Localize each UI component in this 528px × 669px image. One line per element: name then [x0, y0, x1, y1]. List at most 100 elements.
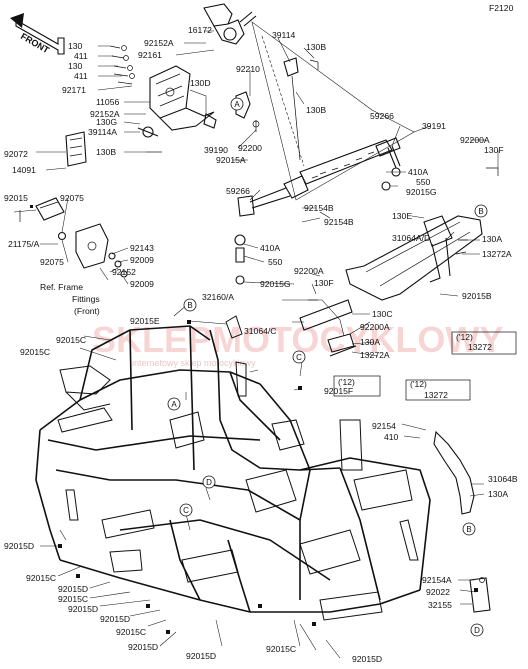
callout-d-mid: D: [202, 475, 216, 489]
part-label: 39190: [204, 145, 228, 155]
part-label: ('12): [410, 379, 427, 389]
part-label: 130F: [484, 145, 504, 155]
svg-text:C: C: [183, 506, 189, 515]
part-label: 92154: [372, 421, 396, 431]
callout-a-top: A: [230, 97, 244, 111]
part-label: 92154B: [324, 217, 354, 227]
part-label: 92200A: [360, 322, 390, 332]
svg-text:B: B: [187, 301, 192, 310]
part-label: 92015E: [130, 316, 160, 326]
callout-a-mid: A: [167, 397, 181, 411]
part-label: 92015C: [20, 347, 50, 357]
tie-rod-drawing: [283, 57, 319, 161]
svg-text:D: D: [206, 478, 212, 487]
callout-c-top: C: [292, 350, 306, 364]
part-label: 13272A: [482, 249, 512, 259]
callout-b-mid: B: [183, 298, 197, 312]
svg-text:A: A: [171, 400, 177, 409]
part-label: 130G: [96, 117, 117, 127]
svg-text:Ref. Frame: Ref. Frame: [40, 282, 83, 292]
part-label: 92015C: [58, 594, 88, 604]
svg-text:Fittings: Fittings: [72, 294, 100, 304]
part-label: 92015B: [462, 291, 492, 301]
part-label: 92072: [4, 149, 28, 159]
svg-text:D: D: [474, 626, 480, 635]
left-components-drawing: [19, 131, 128, 278]
variant-box-3: [405, 379, 471, 401]
part-label: 130A: [482, 234, 502, 244]
leader-lines: [13, 30, 499, 659]
svg-text:B: B: [466, 525, 471, 534]
part-label: 21175/A: [8, 239, 40, 249]
part-label: 31064/C: [244, 326, 277, 336]
part-label: 92075: [60, 193, 84, 203]
part-label: 92154B: [304, 203, 334, 213]
part-label: 92015D: [186, 651, 216, 661]
part-label: 92154A: [422, 575, 452, 585]
part-label: 92009: [130, 279, 154, 289]
part-label: 130D: [190, 78, 211, 88]
callout-c-bottom: C: [179, 503, 193, 517]
part-label: 92200A: [294, 266, 324, 276]
part-label: 39114A: [88, 127, 117, 137]
part-label: 92015D: [58, 584, 88, 594]
part-label: 92015G: [260, 279, 291, 289]
callout-d-right: D: [470, 623, 484, 637]
part-label: 130B: [306, 105, 326, 115]
part-label: 32155: [428, 600, 452, 610]
part-label: 130A: [488, 489, 508, 499]
svg-text:B: B: [478, 207, 483, 216]
part-label: 39191: [422, 121, 446, 131]
part-label: 31064B: [488, 474, 518, 484]
ref-frame-note: Ref. Frame Fittings (Front): [40, 282, 100, 316]
part-label: 92161: [138, 50, 162, 60]
part-label: 92200A: [460, 135, 490, 145]
figure-code: F2120: [489, 3, 514, 13]
part-label: 59266: [370, 111, 394, 121]
right-components-drawing: [299, 215, 491, 613]
part-label: 13272: [424, 390, 448, 400]
part-label: 130C: [372, 309, 393, 319]
part-label: 130E: [392, 211, 412, 221]
part-label: ('12): [338, 377, 355, 387]
part-label: 92015C: [266, 644, 296, 654]
part-label: 13272A: [360, 350, 390, 360]
svg-text:A: A: [234, 100, 240, 109]
part-label: 92015: [4, 193, 28, 203]
part-label: 16172: [188, 25, 212, 35]
part-label: 410A: [260, 243, 280, 253]
part-label: 92015C: [116, 627, 146, 637]
part-label: 92171: [62, 85, 86, 95]
callout-circles: A B C B A D C B D: [167, 97, 488, 637]
part-label: 92015D: [4, 541, 34, 551]
part-label: 92015D: [128, 642, 158, 652]
svg-text:(Front): (Front): [74, 306, 100, 316]
part-label: 130B: [306, 42, 326, 52]
part-label: 31064A/D: [392, 233, 430, 243]
front-arrow-icon: FRONT: [10, 13, 65, 55]
part-label: 13272: [468, 342, 492, 352]
part-label: 39114: [272, 30, 295, 40]
steering-column-drawing: [109, 3, 260, 153]
part-label: 130: [68, 61, 83, 71]
part-label: 410A: [408, 167, 428, 177]
part-label: 411: [74, 71, 88, 81]
part-label: 130A: [360, 337, 380, 347]
part-label: 550: [268, 257, 283, 267]
part-label: ('12): [456, 332, 473, 342]
variant-box-1: [451, 331, 517, 355]
part-label: 92152A: [90, 109, 120, 119]
part-label: 550: [416, 177, 431, 187]
part-label: 130B: [96, 147, 116, 157]
part-label: 92015D: [68, 604, 98, 614]
part-label: 92152: [112, 267, 136, 277]
part-label: 92015C: [26, 573, 56, 583]
part-label: 130F: [314, 278, 334, 288]
part-label: 92009: [130, 255, 154, 265]
part-label: 410: [384, 432, 399, 442]
part-label: 92015G: [406, 187, 437, 197]
svg-text:C: C: [296, 353, 302, 362]
part-label: 411: [74, 51, 88, 61]
part-label: 14091: [12, 165, 36, 175]
